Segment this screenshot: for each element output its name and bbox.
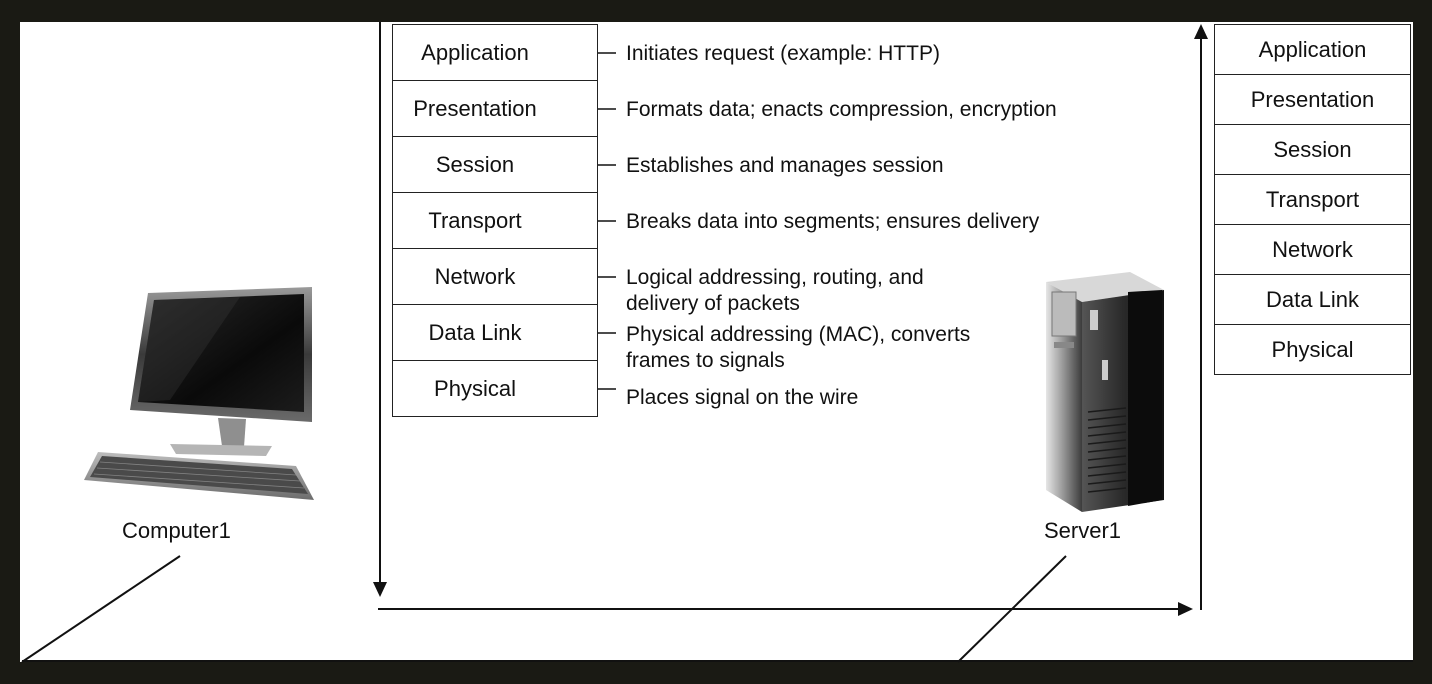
desc-application: Initiates request (example: HTTP) <box>626 42 940 65</box>
receiver-layer-data-link: Data Link <box>1214 274 1411 325</box>
receiver-layer-physical: Physical <box>1214 324 1411 375</box>
sender-layer-session: Session <box>392 136 598 193</box>
receiver-layer-application: Application <box>1214 24 1411 75</box>
sender-layer-presentation: Presentation <box>392 80 598 137</box>
receiver-layer-network: Network <box>1214 224 1411 275</box>
computer-label: Computer1 <box>122 518 231 543</box>
receiver-layer-transport: Transport <box>1214 174 1411 225</box>
sender-layer-network: Network <box>392 248 598 305</box>
server-label: Server1 <box>1044 518 1122 543</box>
desktop-computer-icon <box>84 287 314 500</box>
tower-server-icon <box>1046 272 1164 512</box>
receiver-layer-session: Session <box>1214 124 1411 175</box>
client-wire <box>21 555 181 663</box>
receive-up-arrow <box>1194 24 1208 610</box>
desc-presentation: Formats data; enacts compression, encryp… <box>626 98 1057 121</box>
sender-layer-physical: Physical <box>392 360 598 417</box>
desc-network: Logical addressing, routing, and deliver… <box>626 266 924 315</box>
transmit-arrow <box>378 602 1193 616</box>
desc-transport: Breaks data into segments; ensures deliv… <box>626 210 1040 233</box>
sender-layer-transport: Transport <box>392 192 598 249</box>
server-wire <box>957 555 1067 663</box>
sender-layer-data-link: Data Link <box>392 304 598 361</box>
desc-physical: Places signal on the wire <box>626 386 859 409</box>
send-down-arrow <box>373 22 387 597</box>
desc-data-link: Physical addressing (MAC), converts fram… <box>626 323 971 372</box>
sender-layer-application: Application <box>392 24 598 81</box>
desc-session: Establishes and manages session <box>626 154 944 177</box>
receiver-layer-presentation: Presentation <box>1214 74 1411 125</box>
